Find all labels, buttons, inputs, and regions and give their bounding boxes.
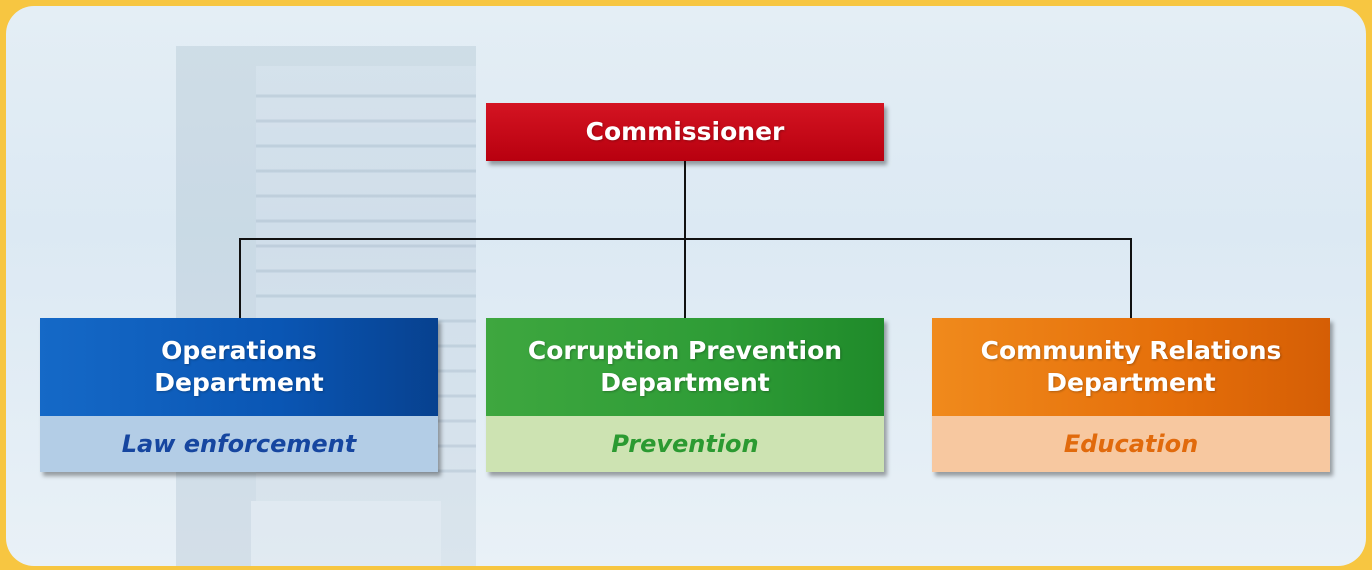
connector-root-down [684, 161, 686, 239]
connector-to-operations [239, 238, 241, 318]
operations-function: Law enforcement [40, 416, 438, 472]
operations-title-line2: Department [154, 368, 324, 397]
connector-to-community [1130, 238, 1132, 318]
corruption-prevention-function: Prevention [486, 416, 884, 472]
community-relations-function: Education [932, 416, 1330, 472]
operations-department-title: Operations Department [40, 318, 438, 416]
chart-frame: Commissioner Operations Department Law e… [6, 6, 1366, 566]
building-background-image [176, 46, 476, 566]
commissioner-title: Commissioner [585, 117, 785, 146]
community-relations-department-title: Community Relations Department [932, 318, 1330, 416]
crd-title-line2: Department [1046, 368, 1216, 397]
operations-title-line1: Operations [161, 336, 317, 365]
operations-department-node: Operations Department Law enforcement [40, 318, 438, 472]
cpd-title-line1: Corruption Prevention [527, 336, 843, 365]
crd-title-line1: Community Relations [980, 336, 1282, 365]
corruption-prevention-department-title: Corruption Prevention Department [486, 318, 884, 416]
connector-to-prevention [684, 238, 686, 318]
corruption-prevention-department-node: Corruption Prevention Department Prevent… [486, 318, 884, 472]
community-relations-department-node: Community Relations Department Education [932, 318, 1330, 472]
commissioner-node: Commissioner [486, 103, 884, 161]
cpd-title-line2: Department [600, 368, 770, 397]
